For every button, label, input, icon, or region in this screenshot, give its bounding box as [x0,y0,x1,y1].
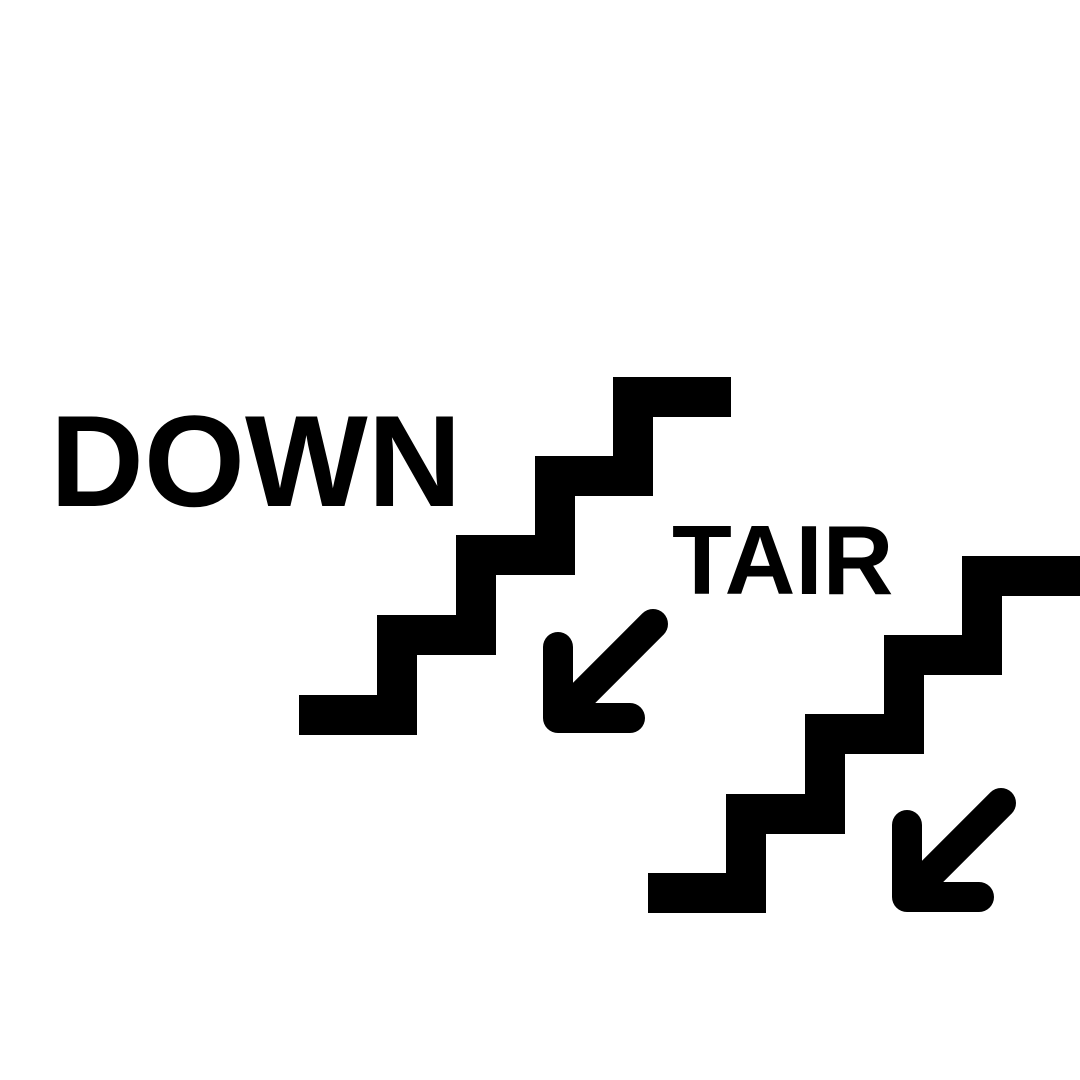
upper-stairs-icon [299,377,731,735]
lower-arrow-down-left-icon [892,788,1016,912]
word-tair: TAIR [672,505,894,615]
lower-stairs-icon [648,556,1080,913]
upper-arrow-down-left-icon [543,609,668,733]
word-down: DOWN [50,388,462,534]
